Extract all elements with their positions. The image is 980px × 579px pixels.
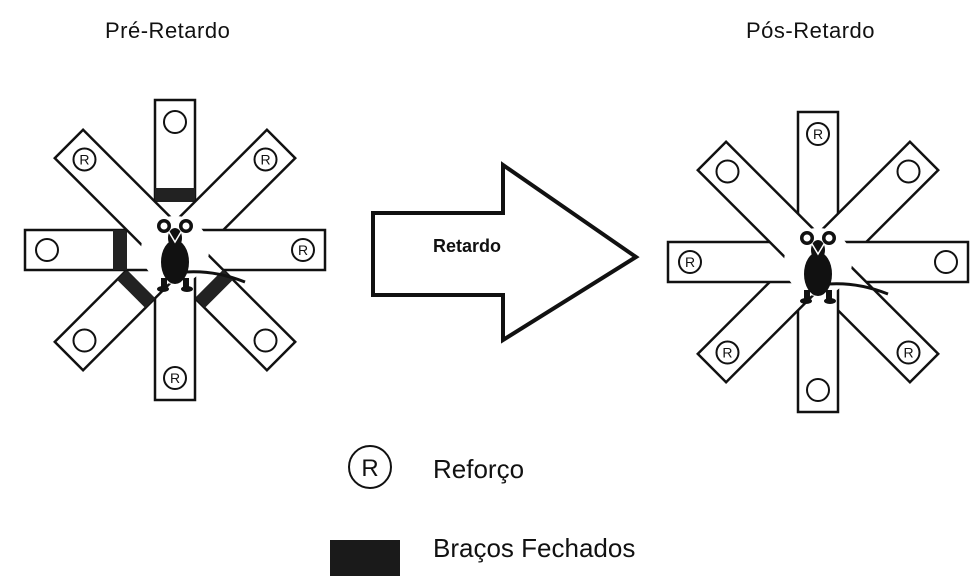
pre-reward-cup [291,238,315,262]
pre-rat-icon [156,218,194,293]
pre-empty-cup [163,110,187,134]
post-arm-ne [809,140,940,271]
post-empty-cup [715,159,740,184]
post-reward-letter: R [685,254,695,270]
legend-closed-swatch [330,540,400,576]
pre-reward-cup [163,366,187,390]
post-arm-nw [696,140,827,271]
legend-closed-label: Braços Fechados [433,533,636,563]
pre-empty-cup [72,328,97,353]
pre-reward-cup [72,147,97,172]
post-reward-cup [896,340,921,365]
pre-reward-letter: R [260,151,270,167]
post-empty-cup [896,159,921,184]
post-reward-cup [715,340,740,365]
delay-arrow [371,161,640,344]
post-reward-cup [806,122,830,146]
post-empty-cup [934,250,958,274]
post-delay-title: Pós-Retardo [746,18,876,43]
legend-reward-label: Reforço [433,454,525,484]
pre-delay-maze: R R R R [23,98,327,402]
post-reward-letter: R [813,126,823,142]
pre-closed-door-w [113,230,127,270]
post-rat-tail [827,282,889,296]
post-delay-maze: R R R R [666,110,970,414]
post-reward-letter: R [722,345,732,361]
pre-empty-cup [35,238,59,262]
pre-arm-se [166,241,297,372]
arrow-label: Retardo [433,236,502,256]
pre-rat-tail [184,270,246,284]
pre-reward-cup [253,147,278,172]
post-empty-cup [806,378,830,402]
pre-arm-s: R [153,258,197,402]
post-reward-cup [678,250,702,274]
pre-closed-door-se [194,269,233,308]
pre-delay-title: Pré-Retardo [105,18,231,43]
pre-reward-letter: R [79,151,89,167]
post-arm-s [796,270,840,414]
pre-reward-letter: R [170,370,180,386]
pre-empty-cup [253,328,278,353]
pre-closed-door-sw [117,269,156,308]
legend-reward-letter: R [361,455,378,482]
pre-arm-n [153,98,197,242]
post-rat-icon [799,230,837,305]
pre-reward-letter: R [298,242,308,258]
legend-reward-icon [348,445,392,489]
post-reward-letter: R [903,345,913,361]
pre-closed-door-n [155,188,195,202]
